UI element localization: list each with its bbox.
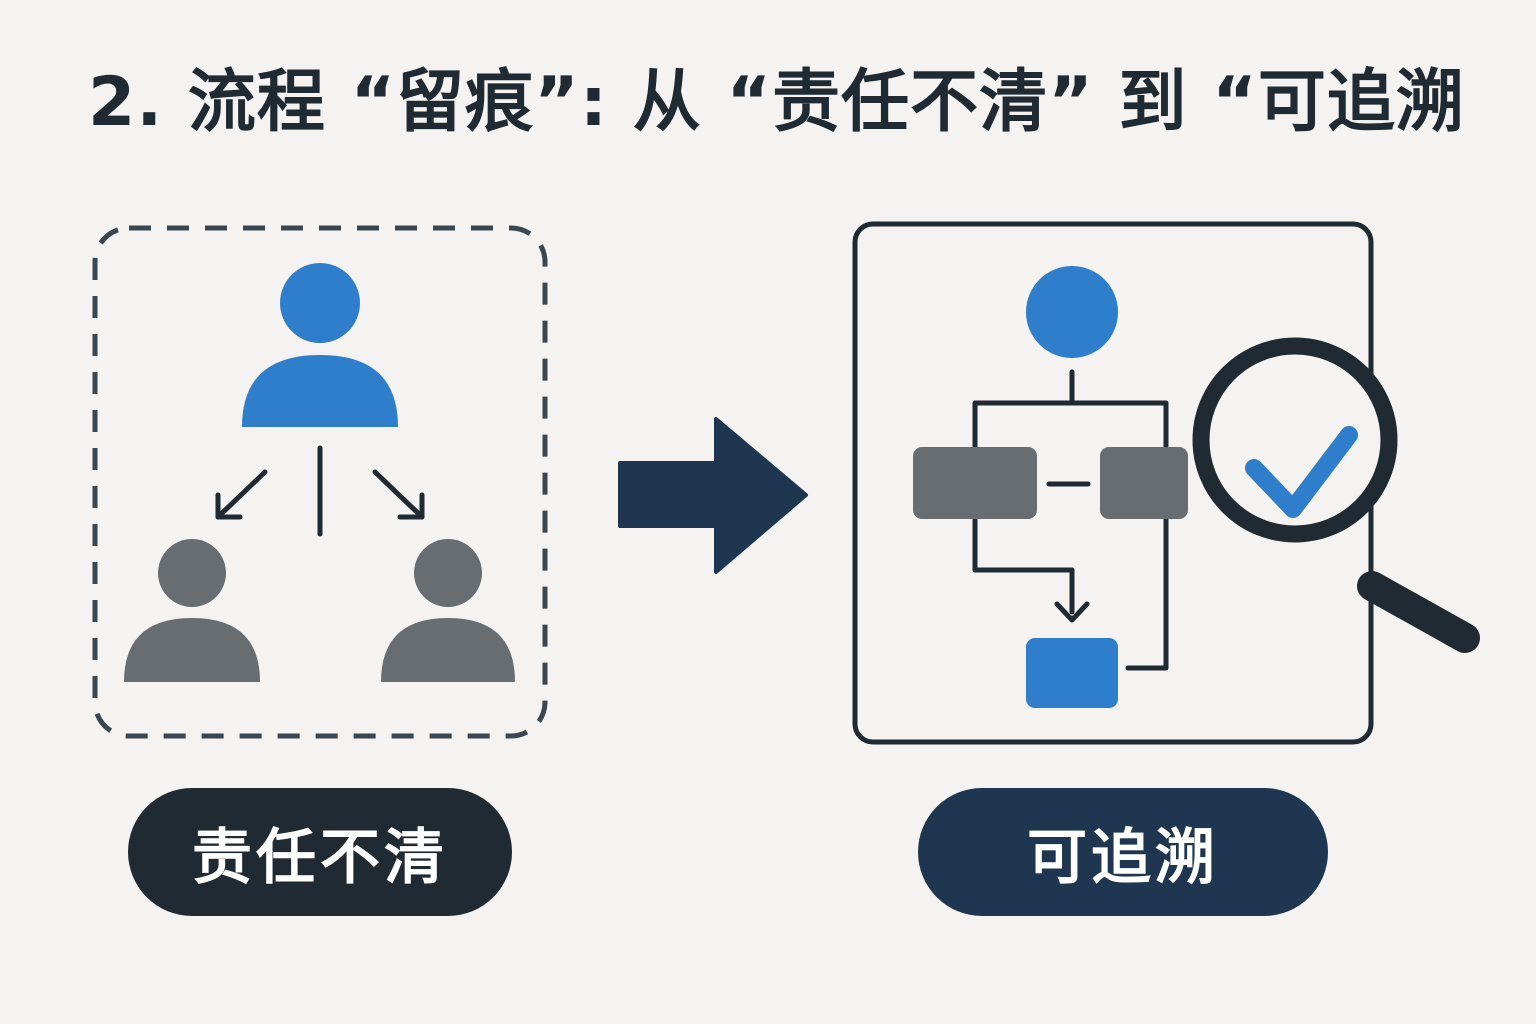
checkmark-icon <box>1245 426 1358 518</box>
member-person-icon-left <box>124 539 260 682</box>
process-box-right <box>1100 447 1188 519</box>
result-box <box>1026 638 1118 708</box>
traceable-label: 可追溯 <box>918 788 1328 916</box>
process-box-left <box>913 447 1037 519</box>
lead-person-icon <box>242 263 398 427</box>
dashed-frame <box>92 225 548 739</box>
right-panel <box>852 221 1480 745</box>
flowchart-icon <box>913 266 1188 708</box>
unclear-responsibility-label: 责任不清 <box>128 788 512 916</box>
magnifier-icon <box>1192 337 1480 653</box>
owner-person-icon <box>1026 266 1118 358</box>
left-panel <box>92 225 548 739</box>
arrow-down-right-icon <box>372 469 425 520</box>
transition-arrow-icon <box>618 417 808 574</box>
arrow-down-left-icon <box>215 469 268 520</box>
page-title: 2. 流程 “留痕”: 从 “责任不清” 到 “可追溯 <box>88 63 1465 142</box>
member-person-icon-right <box>381 539 515 682</box>
